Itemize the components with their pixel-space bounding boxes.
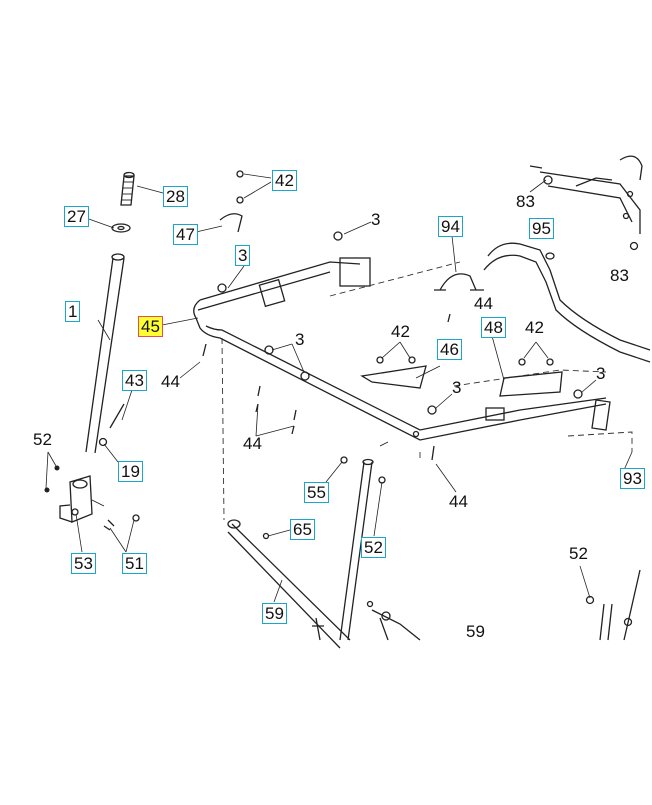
callout-28[interactable]: 28 [163,186,188,207]
lever-bracket [59,475,105,523]
callout-52[interactable]: 52 [33,430,52,449]
main-frame-tube [193,257,611,447]
callout-44[interactable]: 44 [161,372,180,391]
callout-44[interactable]: 44 [474,294,493,313]
rear-frame-tube [483,242,651,363]
lower-link [371,609,421,641]
callout-3[interactable]: 3 [371,210,381,229]
leader-lines [45,173,633,603]
callout-94[interactable]: 94 [438,216,463,237]
callout-59[interactable]: 59 [466,622,485,641]
callout-44[interactable]: 44 [449,492,468,511]
linkage-rod [227,519,351,649]
callout-53[interactable]: 53 [71,553,96,574]
callout-65[interactable]: 65 [290,519,315,540]
callout-42[interactable]: 42 [525,318,544,337]
callout-51[interactable]: 51 [122,553,147,574]
washer [111,223,131,233]
callout-42[interactable]: 42 [272,170,297,191]
callout-52[interactable]: 52 [361,537,386,558]
callout-59[interactable]: 59 [262,603,287,624]
callout-95[interactable]: 95 [529,218,554,239]
callout-27[interactable]: 27 [64,206,89,227]
callout-3[interactable]: 3 [235,245,251,266]
callout-44[interactable]: 44 [243,434,262,453]
lever-grip [120,171,135,206]
callout-47[interactable]: 47 [173,224,198,245]
callout-3[interactable]: 3 [295,330,305,349]
callout-46[interactable]: 46 [437,339,462,360]
shift-lever-rod [85,253,125,454]
hardware [202,170,583,461]
callout-45-highlighted[interactable]: 45 [138,316,163,337]
frame-plate [360,365,427,389]
callout-48[interactable]: 48 [481,317,506,338]
callout-83[interactable]: 83 [516,192,535,211]
callout-52[interactable]: 52 [569,544,588,563]
callout-55[interactable]: 55 [304,482,329,503]
callout-42[interactable]: 42 [391,322,410,341]
frame-plate [499,371,563,397]
callout-3[interactable]: 3 [596,364,606,383]
frame-clamp [434,273,484,291]
callout-83[interactable]: 83 [610,266,629,285]
vertical-rod [339,458,374,641]
callout-93[interactable]: 93 [620,468,645,489]
seat-bracket [529,155,643,251]
callout-43[interactable]: 43 [122,370,147,391]
callout-1[interactable]: 1 [65,301,81,322]
callout-3[interactable]: 3 [452,378,462,397]
callout-19[interactable]: 19 [118,461,143,482]
